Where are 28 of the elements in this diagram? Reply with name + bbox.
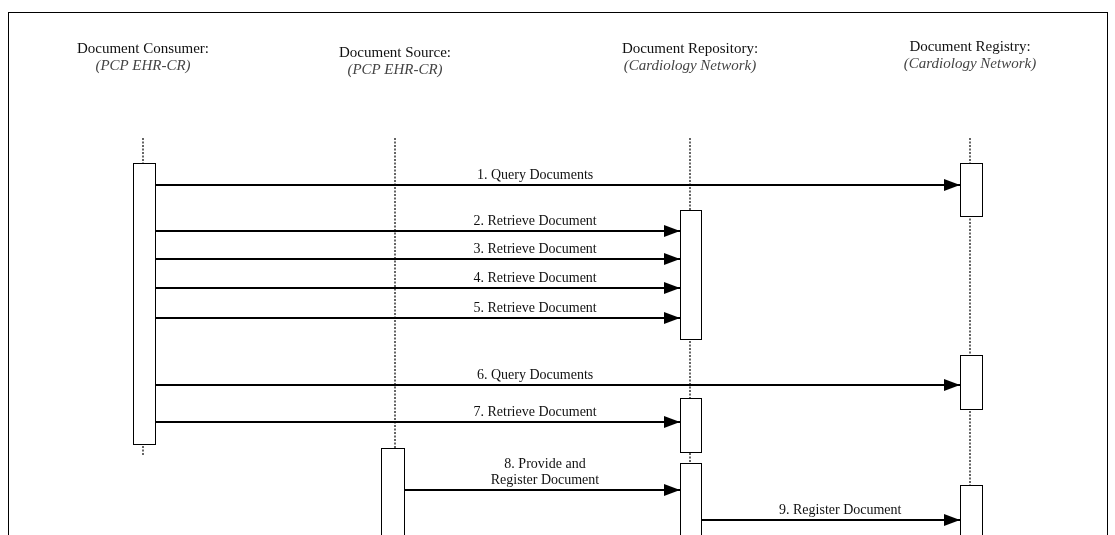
edge-label: 6. Query Documents (475, 367, 596, 383)
arrow (156, 179, 960, 191)
participant-name: Document Source: (338, 44, 452, 61)
activation-bar (680, 210, 702, 340)
participant-name: Document Registry: (908, 38, 1032, 55)
arrow (156, 225, 680, 237)
activation-bar (960, 485, 983, 535)
arrow (156, 253, 680, 265)
participant-subtitle: (PCP EHR-CR) (346, 61, 444, 78)
arrow (156, 282, 680, 294)
activation-bar (680, 398, 702, 453)
participant-name: Document Repository: (621, 40, 759, 57)
participant-subtitle: (PCP EHR-CR) (94, 57, 192, 74)
participant-subtitle: (Cardiology Network) (903, 55, 1037, 72)
edge-label: 1. Query Documents (475, 167, 596, 183)
arrow (156, 416, 680, 428)
participant-name: Document Consumer: (76, 40, 210, 57)
arrow (405, 484, 680, 496)
arrow (156, 312, 680, 324)
arrow (156, 379, 960, 391)
activation-bar (381, 448, 405, 535)
arrow (702, 514, 960, 526)
activation-bar (680, 463, 702, 535)
participant-subtitle: (Cardiology Network) (622, 57, 758, 74)
activation-bar (960, 355, 983, 410)
activation-bar (133, 163, 156, 445)
activation-bar (960, 163, 983, 217)
edge-label: 9. Register Document (777, 502, 904, 518)
